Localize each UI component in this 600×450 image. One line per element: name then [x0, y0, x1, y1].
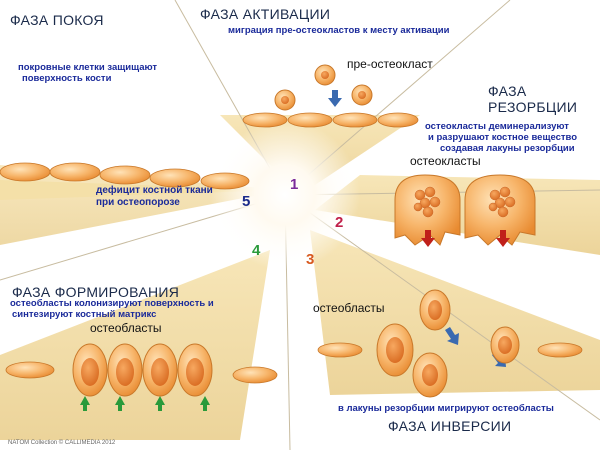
resorption-phase-desc-1: остеокласты деминерализуют: [425, 121, 569, 132]
osteoporosis-desc-1: дефицит костной ткани: [96, 185, 213, 196]
lining-cells: [0, 112, 583, 384]
step-number-5: 5: [242, 193, 251, 210]
osteoclast-cells: [394, 174, 536, 247]
center-glow: [210, 120, 360, 270]
step-number-2: 2: [335, 214, 344, 231]
inversion-phase-desc: в лакуны резорбции мигрируют остеобласты: [338, 403, 554, 414]
activation-phase-desc: миграция пре-остеокластов к месту актива…: [228, 25, 450, 36]
osteoporosis-desc-2: при остеопорозе: [96, 197, 180, 208]
activation-phase-title: ФАЗА АКТИВАЦИИ: [200, 6, 331, 22]
formation-phase-desc-1: остеобласты колонизируют поверхность и: [10, 298, 214, 309]
pre-osteoclast-cells: [274, 64, 373, 111]
formation-phase-title: ФАЗА ФОРМИРОВАНИЯ: [12, 284, 180, 300]
osteoclast-label: остеокласты: [410, 154, 481, 168]
resorption-phase-desc-3: создавая лакуны резорбции: [440, 143, 575, 154]
step-number-3: 3: [306, 251, 315, 268]
copyright: NATOM Collection © CALLIMEDIA 2012: [8, 440, 116, 446]
rest-phase-desc-1: покровные клетки защищают: [18, 62, 158, 73]
formation-phase-desc-2: синтезируют костный матрикс: [12, 309, 157, 320]
rest-phase-title: ФАЗА ПОКОЯ: [10, 12, 104, 28]
inversion-osteoblasts: [376, 289, 520, 398]
formation-osteoblast-label: остеобласты: [90, 321, 162, 335]
rest-phase-desc-2: поверхность кости: [22, 73, 112, 84]
inversion-osteoblast-label: остеобласты: [313, 301, 385, 315]
resorption-phase-title-2: РЕЗОРБЦИИ: [488, 99, 578, 115]
inversion-phase-title: ФАЗА ИНВЕРСИИ: [388, 418, 512, 434]
pre-osteoclast-label: пре-остеокласт: [347, 57, 433, 71]
step-number-4: 4: [252, 242, 261, 259]
formation-osteoblasts: [72, 343, 213, 411]
resorption-phase-title-1: ФАЗА: [488, 83, 527, 99]
resorption-phase-desc-2: и разрушают костное вещество: [428, 132, 578, 143]
step-number-1: 1: [290, 176, 299, 193]
